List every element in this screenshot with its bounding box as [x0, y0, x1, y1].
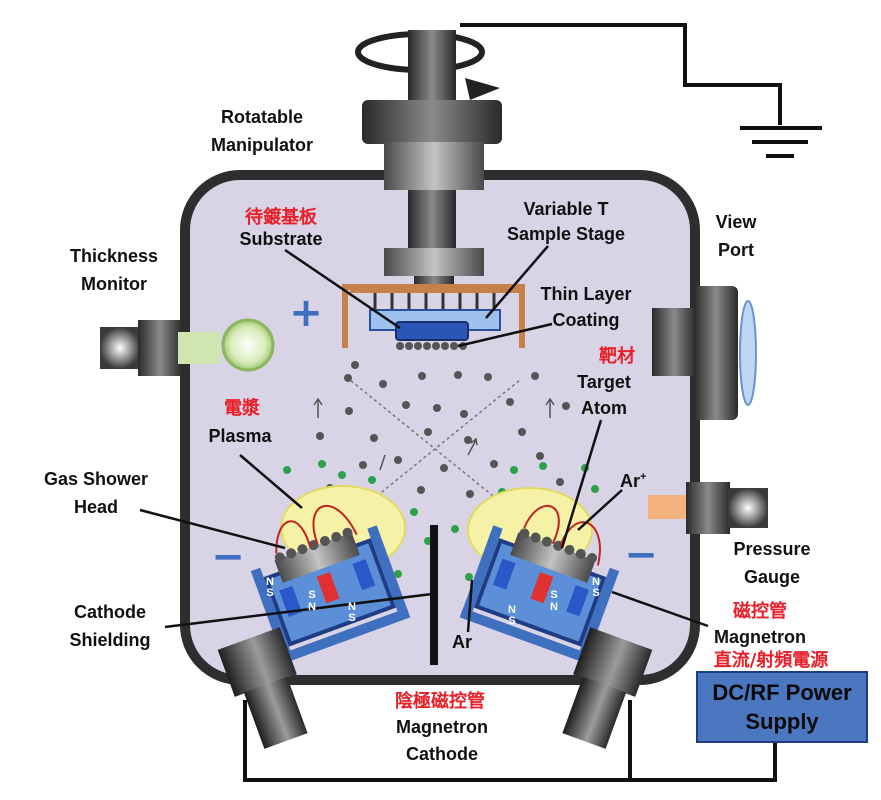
left-magnetron-gun — [217, 485, 411, 749]
svg-text:S: S — [266, 587, 273, 599]
label-dcrf-zh: 直流/射頻電源 — [714, 649, 829, 671]
label-magnetron-2: Magnetron — [396, 717, 488, 737]
sputtered-atoms — [316, 361, 570, 498]
svg-text:N: N — [550, 601, 558, 613]
svg-text:S: S — [308, 589, 315, 601]
label-sample-stage: Sample Stage — [507, 224, 625, 244]
label-magnetron-cathode-zh: 陰極磁控管 — [395, 690, 485, 712]
wiring — [243, 23, 822, 782]
label-ar: Ar — [452, 632, 472, 652]
label-cathode-2: Cathode — [406, 744, 478, 764]
svg-text:S: S — [550, 589, 557, 601]
label-pressure: Pressure — [733, 539, 810, 559]
label-substrate: Substrate — [239, 229, 322, 249]
thickness-monitor — [100, 318, 275, 376]
svg-text:N: N — [266, 576, 274, 588]
svg-text:S: S — [592, 587, 599, 599]
label-rotatable: Rotatable — [221, 107, 303, 127]
magnet-letters: N S S N N S N S S N N S — [266, 576, 600, 627]
label-plasma-zh: 電漿 — [224, 397, 260, 419]
svg-text:N: N — [308, 601, 316, 613]
label-target: Target — [577, 372, 631, 392]
svg-text:N: N — [508, 604, 516, 616]
minus-sign-left-icon: − — [211, 534, 245, 580]
svg-text:S: S — [348, 612, 355, 624]
label-target-zh: 靶材 — [599, 345, 635, 367]
label-magnetron-zh: 磁控管 — [733, 600, 787, 622]
leader-lines — [139, 245, 709, 633]
svg-text:N: N — [348, 601, 356, 613]
right-magnetron-gun — [459, 487, 653, 749]
motion-arrows — [313, 397, 555, 471]
label-thin-layer: Thin Layer — [540, 284, 631, 304]
label-atom: Atom — [581, 398, 627, 418]
power-supply-box: DC/RF Power Supply — [696, 671, 868, 743]
power-supply-line2: Supply — [745, 709, 819, 734]
label-gas-shower: Gas Shower — [44, 469, 148, 489]
label-thickness: Thickness — [70, 246, 158, 266]
sample-stage — [342, 284, 525, 350]
label-shielding: Shielding — [70, 630, 151, 650]
label-view: View — [716, 212, 758, 232]
rotatable-manipulator — [362, 30, 502, 290]
substrate — [395, 321, 469, 341]
label-port: Port — [718, 240, 754, 260]
plus-sign-icon: + — [289, 290, 323, 336]
label-cathode: Cathode — [74, 602, 146, 622]
label-plasma: Plasma — [208, 426, 272, 446]
label-coating: Coating — [553, 310, 620, 330]
center-divider — [430, 525, 438, 665]
pressure-gauge — [648, 482, 768, 534]
thin-layer-coating — [396, 342, 467, 350]
label-ar-plus: Ar+ — [620, 471, 646, 491]
label-monitor: Monitor — [81, 274, 147, 294]
label-magnetron: Magnetron — [714, 627, 806, 647]
label-manipulator: Manipulator — [211, 135, 313, 155]
svg-text:S: S — [508, 615, 515, 627]
trajectory-lines — [334, 379, 536, 531]
label-variable-t: Variable T — [523, 199, 608, 219]
label-head: Head — [74, 497, 118, 517]
label-gauge: Gauge — [744, 567, 800, 587]
label-substrate-zh: 待鍍基板 — [245, 206, 318, 228]
labels: Rotatable Manipulator View Port Thicknes… — [44, 107, 828, 764]
power-supply-line1: DC/RF Power — [712, 680, 852, 705]
minus-sign-right-icon: − — [624, 532, 658, 578]
svg-text:N: N — [592, 576, 600, 588]
view-port — [652, 286, 757, 420]
